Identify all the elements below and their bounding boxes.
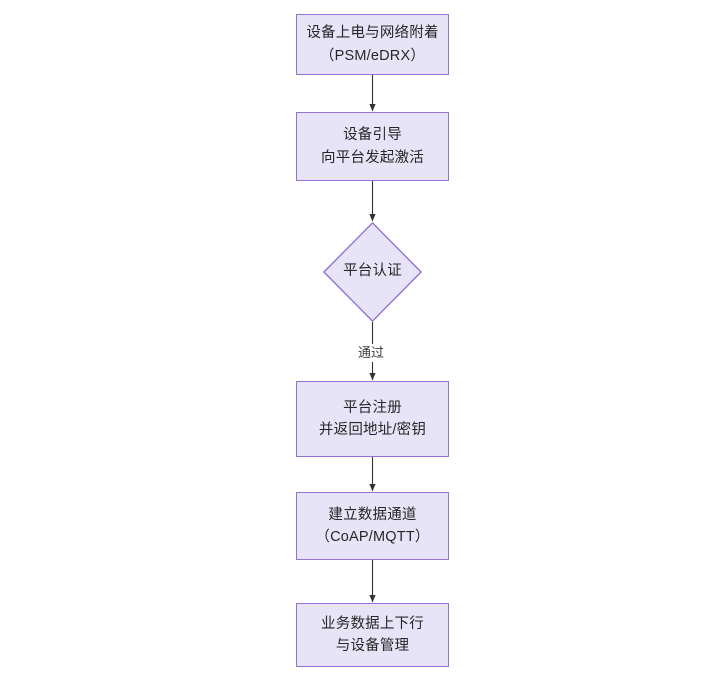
node-platform-auth-label: 平台认证 [343,263,402,280]
node-bootstrap[interactable]: 设备引导 向平台发起激活 [296,112,449,181]
diamond-shape [323,222,422,322]
edge-label-pass: 通过 [355,344,388,362]
node-power-on-line-2: （PSM/eDRX） [319,47,426,64]
node-platform-register-line-2: 并返回地址/密钥 [318,422,427,438]
node-power-on-line-1: 设备上电与网络附着 [306,25,439,42]
node-bootstrap-line-1: 设备引导 [343,127,402,144]
node-business-data[interactable]: 业务数据上下行 与设备管理 [296,603,449,667]
node-data-channel[interactable]: 建立数据通道 （CoAP/MQTT） [296,492,449,560]
node-power-on[interactable]: 设备上电与网络附着 （PSM/eDRX） [296,14,449,75]
node-bootstrap-line-2: 向平台发起激活 [321,149,424,166]
node-data-channel-line-2: （CoAP/MQTT） [315,529,430,545]
node-platform-auth[interactable]: 平台认证 [323,222,422,322]
node-platform-register-line-1: 平台注册 [343,399,402,416]
node-business-data-line-1: 业务数据上下行 [321,615,424,632]
node-data-channel-line-1: 建立数据通道 [328,506,417,523]
node-business-data-line-2: 与设备管理 [335,638,410,654]
node-platform-register[interactable]: 平台注册 并返回地址/密钥 [296,381,449,457]
